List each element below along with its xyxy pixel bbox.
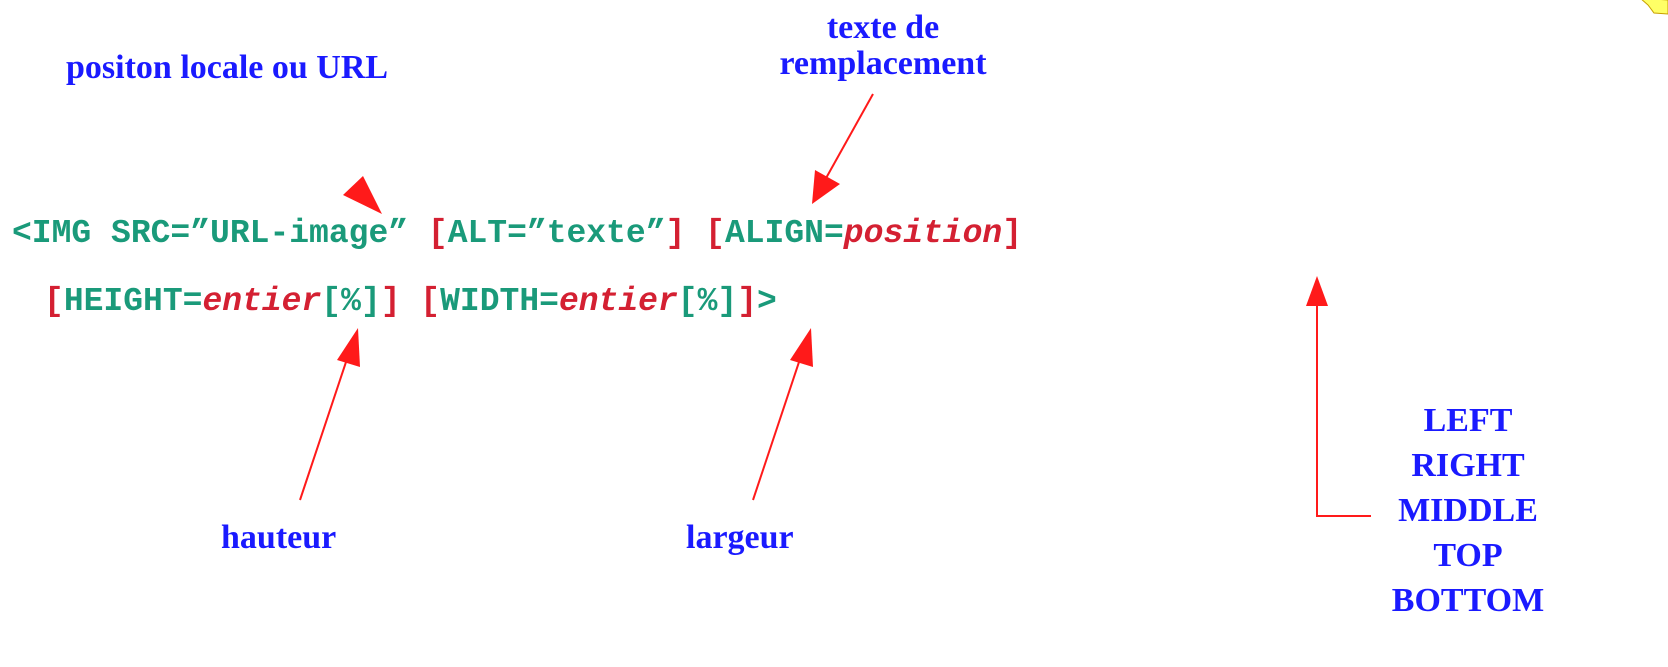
align-value-middle: MIDDLE [1398, 492, 1538, 529]
img-tag: <IMG SRC=”URL-image” [12, 215, 428, 252]
align-close-bracket: ] [1002, 215, 1023, 252]
align-values-list: LEFT RIGHT MIDDLE TOP BOTTOM [1376, 398, 1560, 623]
alt-attribute: ALT=”texte” [447, 215, 666, 252]
height-percent: [%] [321, 283, 381, 320]
source-arrowhead [343, 176, 382, 214]
alt-label: texte de remplacement [750, 10, 1016, 82]
source-label: positon locale ou URL [66, 49, 389, 86]
alt-label-line2: remplacement [779, 45, 987, 82]
code-line-1: <IMG SRC=”URL-image” [ALT=”texte”] [ALIG… [12, 214, 1022, 254]
width-close-bracket: ] [737, 283, 757, 320]
width-label: largeur [686, 519, 794, 556]
alt-close-bracket: ] [665, 215, 686, 252]
align-value-left: LEFT [1423, 402, 1513, 439]
align-value-right: RIGHT [1411, 447, 1525, 484]
alt-arrow [812, 93, 874, 204]
width-open-bracket: [ [400, 283, 441, 320]
height-open-bracket: [ [44, 283, 64, 320]
align-argument: position [843, 215, 1003, 252]
width-attribute: WIDTH= [440, 283, 559, 320]
width-arrow [752, 328, 813, 501]
alt-open-bracket: [ [427, 215, 448, 252]
alt-label-line1: texte de [826, 9, 940, 46]
width-argument: entier [558, 283, 678, 320]
height-attribute: HEIGHT= [63, 283, 203, 320]
align-arrow [1306, 276, 1371, 517]
align-open-bracket: [ [685, 215, 725, 252]
star-icon [1641, 0, 1668, 15]
height-arrow [299, 328, 360, 501]
height-close-bracket: ] [380, 283, 401, 320]
height-label: hauteur [221, 519, 337, 556]
align-value-top: TOP [1433, 537, 1503, 574]
width-percent: [%] [677, 283, 738, 320]
tag-end: > [757, 283, 777, 320]
code-line-2: [HEIGHT=entier[%]] [WIDTH=entier[%]]> [44, 282, 777, 322]
align-attribute: ALIGN= [724, 215, 844, 252]
align-value-bottom: BOTTOM [1391, 582, 1545, 619]
height-argument: entier [202, 283, 322, 320]
